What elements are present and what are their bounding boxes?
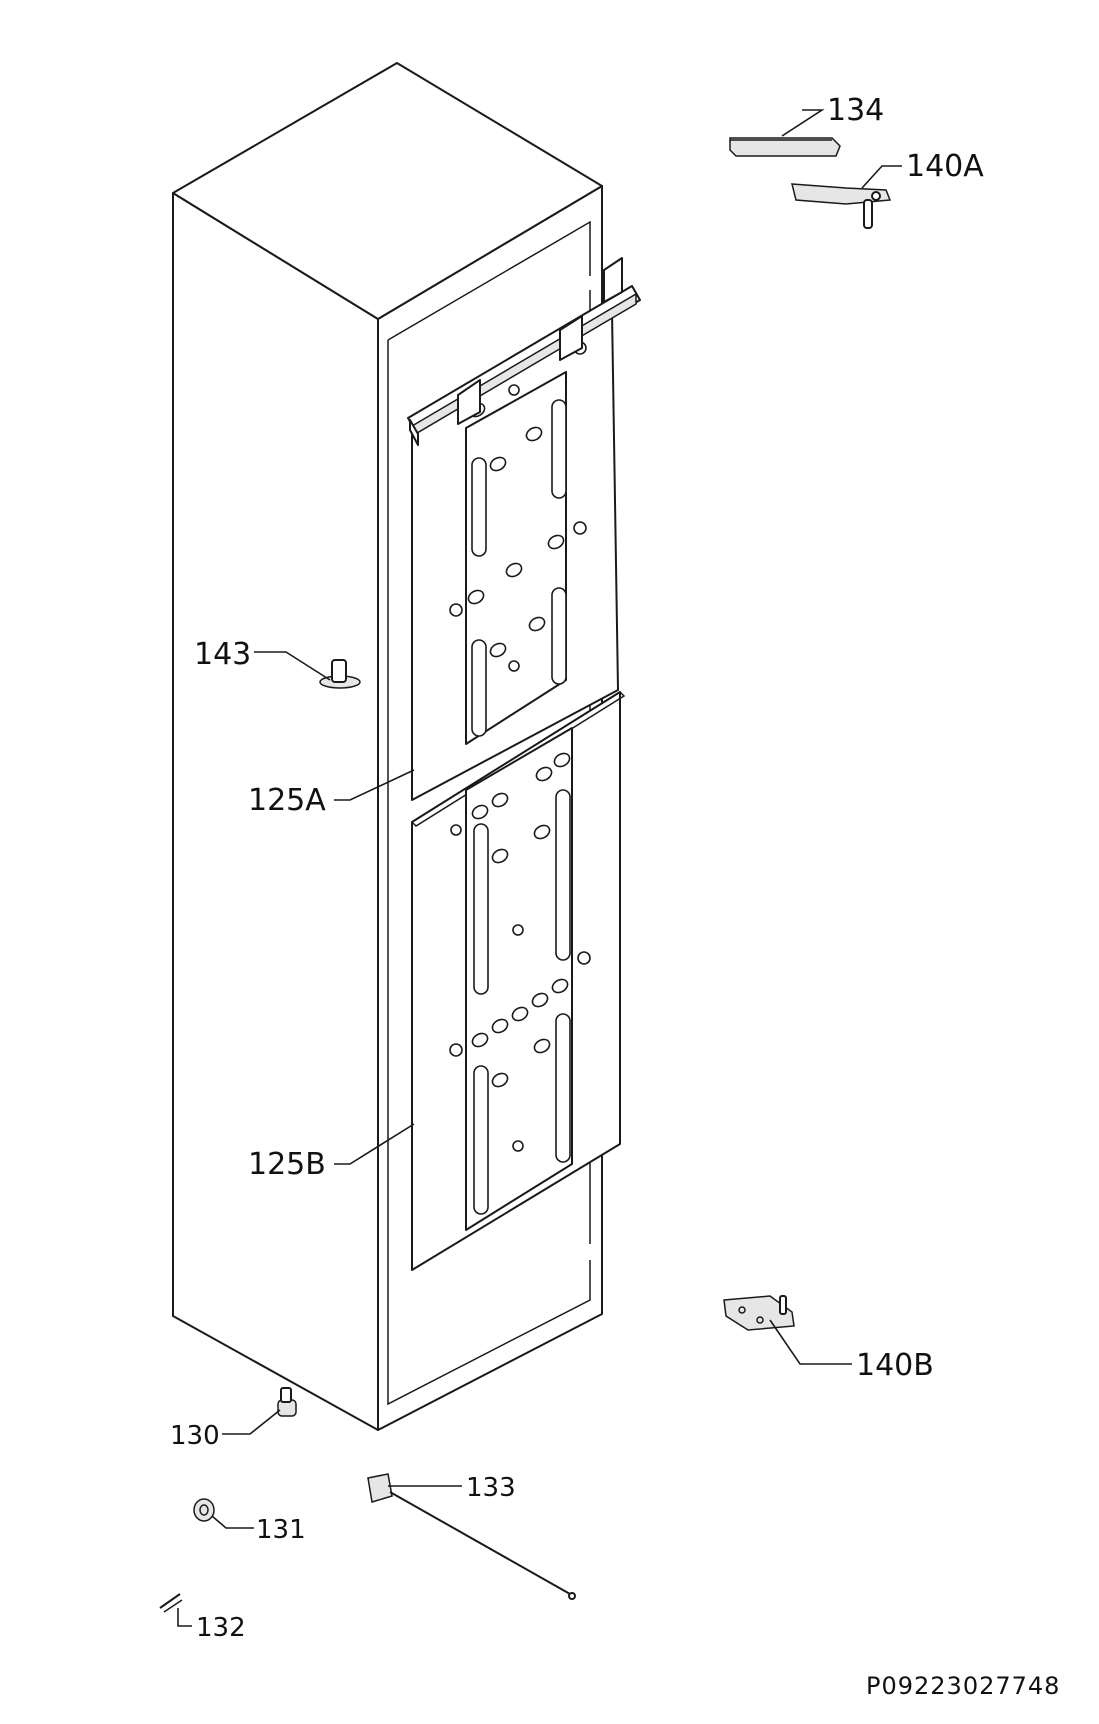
part-133-bracket-rod xyxy=(367,1473,576,1600)
part-130-foot xyxy=(277,1387,297,1417)
callout-labels: 134 140A 143 125A 125B 140B 130 133 131 … xyxy=(170,93,984,1643)
label-130: 130 xyxy=(170,1421,220,1451)
label-140b: 140B xyxy=(856,1348,934,1383)
leader-lines xyxy=(177,109,902,1627)
label-125b: 125B xyxy=(248,1147,326,1182)
label-140a: 140A xyxy=(906,149,984,184)
part-132-pin xyxy=(159,1593,183,1613)
part-143-clip xyxy=(319,659,361,689)
label-131: 131 xyxy=(256,1515,306,1545)
part-134-cover xyxy=(729,137,841,157)
label-134: 134 xyxy=(827,93,884,128)
part-140b-hinge xyxy=(723,1295,795,1331)
label-133: 133 xyxy=(466,1473,516,1503)
door-panel-125b xyxy=(410,691,626,1271)
label-132: 132 xyxy=(196,1613,246,1643)
part-131-bushing xyxy=(193,1498,215,1522)
door-panel-125a xyxy=(407,257,641,801)
part-140a-hinge xyxy=(791,183,892,229)
label-125a: 125A xyxy=(248,783,326,818)
reference-code: P09223027748 xyxy=(866,1672,1060,1700)
label-143: 143 xyxy=(194,637,251,672)
